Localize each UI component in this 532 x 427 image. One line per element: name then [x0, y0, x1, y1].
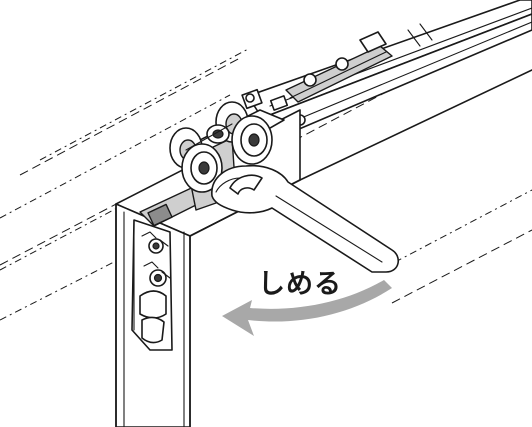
close-direction-arrow — [222, 280, 392, 336]
door-panel — [115, 69, 532, 427]
close-instruction-label: しめる — [258, 269, 342, 300]
top-rail — [247, 0, 532, 139]
wrench-tool — [211, 164, 399, 273]
door-bracket — [131, 183, 215, 351]
